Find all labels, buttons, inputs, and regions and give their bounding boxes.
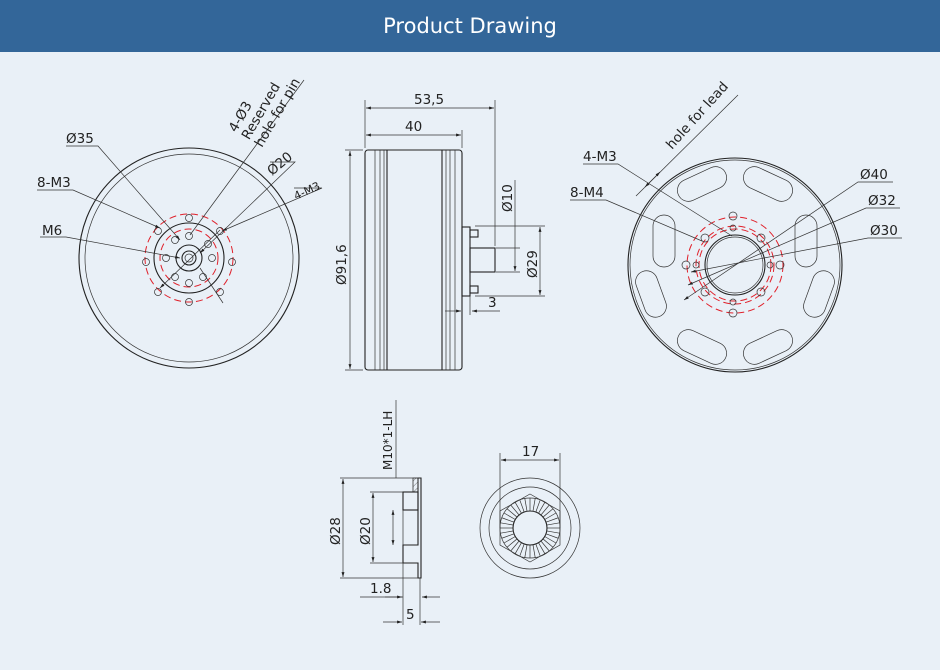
label-d28: Ø28 xyxy=(328,517,344,545)
label-8-m4: 8-M4 xyxy=(570,185,604,201)
page-title: Product Drawing xyxy=(383,14,557,38)
label-d10: Ø10 xyxy=(500,184,516,212)
label-3: 3 xyxy=(488,295,497,311)
label-length-40: 40 xyxy=(405,119,422,135)
front-view: Ø35 8-M3 M6 4-Ø3 Reserved hole for pin Ø… xyxy=(37,75,322,369)
label-d91-6: Ø91,6 xyxy=(334,244,350,285)
label-5: 5 xyxy=(406,607,415,623)
header-bar: Product Drawing xyxy=(0,0,940,52)
label-d20: Ø20 xyxy=(264,149,296,179)
label-d32: Ø32 xyxy=(868,193,896,209)
label-d30: Ø30 xyxy=(870,223,898,239)
rear-view: hole for lead 4-M3 8-M4 Ø40 Ø32 Ø30 xyxy=(570,79,902,373)
rear-holes xyxy=(681,211,785,318)
label-hex-17: 17 xyxy=(522,444,539,460)
label-length-53-5: 53,5 xyxy=(414,92,444,108)
label-hole-for-lead: hole for lead xyxy=(663,79,732,153)
label-thread: M10*1-LH xyxy=(381,411,395,470)
serration-icon xyxy=(500,498,560,558)
mounting-holes xyxy=(142,214,236,306)
slots xyxy=(635,166,835,365)
label-d20: Ø20 xyxy=(358,517,374,545)
label-d35: Ø35 xyxy=(66,131,94,147)
label-d40: Ø40 xyxy=(860,167,888,183)
nut-front: 17 xyxy=(479,444,581,579)
label-4-m3: 4-M3 xyxy=(583,149,617,165)
label-1-8: 1.8 xyxy=(370,581,391,597)
nut-section: M10*1-LH Ø28 Ø20 1.8 5 xyxy=(328,400,440,625)
label-m6: M6 xyxy=(42,223,62,239)
label-4-m3: 4-M3 xyxy=(292,179,322,202)
label-8-m3: 8-M3 xyxy=(37,175,71,191)
label-d29: Ø29 xyxy=(525,250,541,278)
side-view: 53,5 40 Ø91,6 Ø10 Ø29 3 xyxy=(334,92,545,371)
